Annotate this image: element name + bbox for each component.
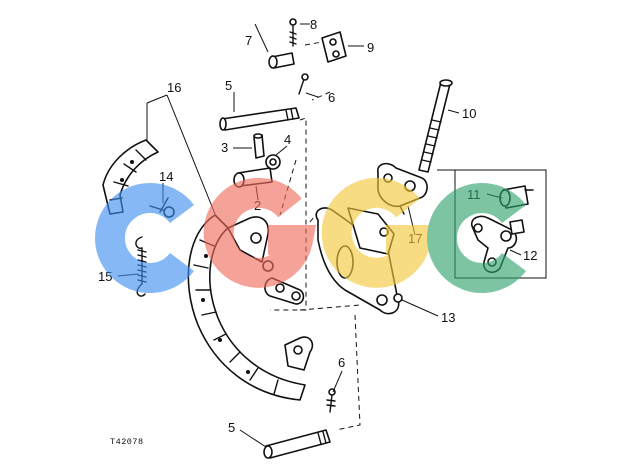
pin-8 bbox=[289, 18, 297, 47]
clevis-pin-7 bbox=[268, 52, 295, 69]
watermark-letter-c-green bbox=[427, 183, 526, 293]
cotter-pin-6-upper bbox=[298, 73, 309, 95]
label-16: 16 bbox=[167, 80, 181, 95]
watermark-letter-c-blue bbox=[95, 183, 194, 293]
label-9: 9 bbox=[367, 40, 374, 55]
label-8: 8 bbox=[310, 17, 317, 32]
pin-3 bbox=[253, 133, 265, 159]
pin-5-upper bbox=[219, 107, 300, 131]
watermark-logo bbox=[95, 177, 526, 293]
pin-5-lower bbox=[263, 429, 331, 459]
watermark-letter-g-red bbox=[203, 177, 317, 288]
cotter-pin-6-lower bbox=[326, 388, 336, 413]
label-12: 12 bbox=[523, 248, 537, 263]
label-4: 4 bbox=[284, 132, 291, 147]
label-14: 14 bbox=[159, 169, 173, 184]
label-5-upper: 5 bbox=[225, 78, 232, 93]
label-3: 3 bbox=[221, 140, 228, 155]
figure-code: T42078 bbox=[110, 437, 144, 447]
band-end-bracket bbox=[284, 336, 314, 371]
clevis-bracket-9 bbox=[304, 31, 347, 63]
washer-4 bbox=[265, 154, 281, 170]
label-6-upper: 6 bbox=[328, 90, 335, 105]
label-6-lower: 6 bbox=[338, 355, 345, 370]
long-bolt-10 bbox=[418, 79, 453, 173]
label-7: 7 bbox=[245, 33, 252, 48]
watermark-letter-g-yellow bbox=[321, 177, 435, 288]
label-10: 10 bbox=[462, 106, 476, 121]
label-13: 13 bbox=[441, 310, 455, 325]
label-5-lower: 5 bbox=[228, 420, 235, 435]
